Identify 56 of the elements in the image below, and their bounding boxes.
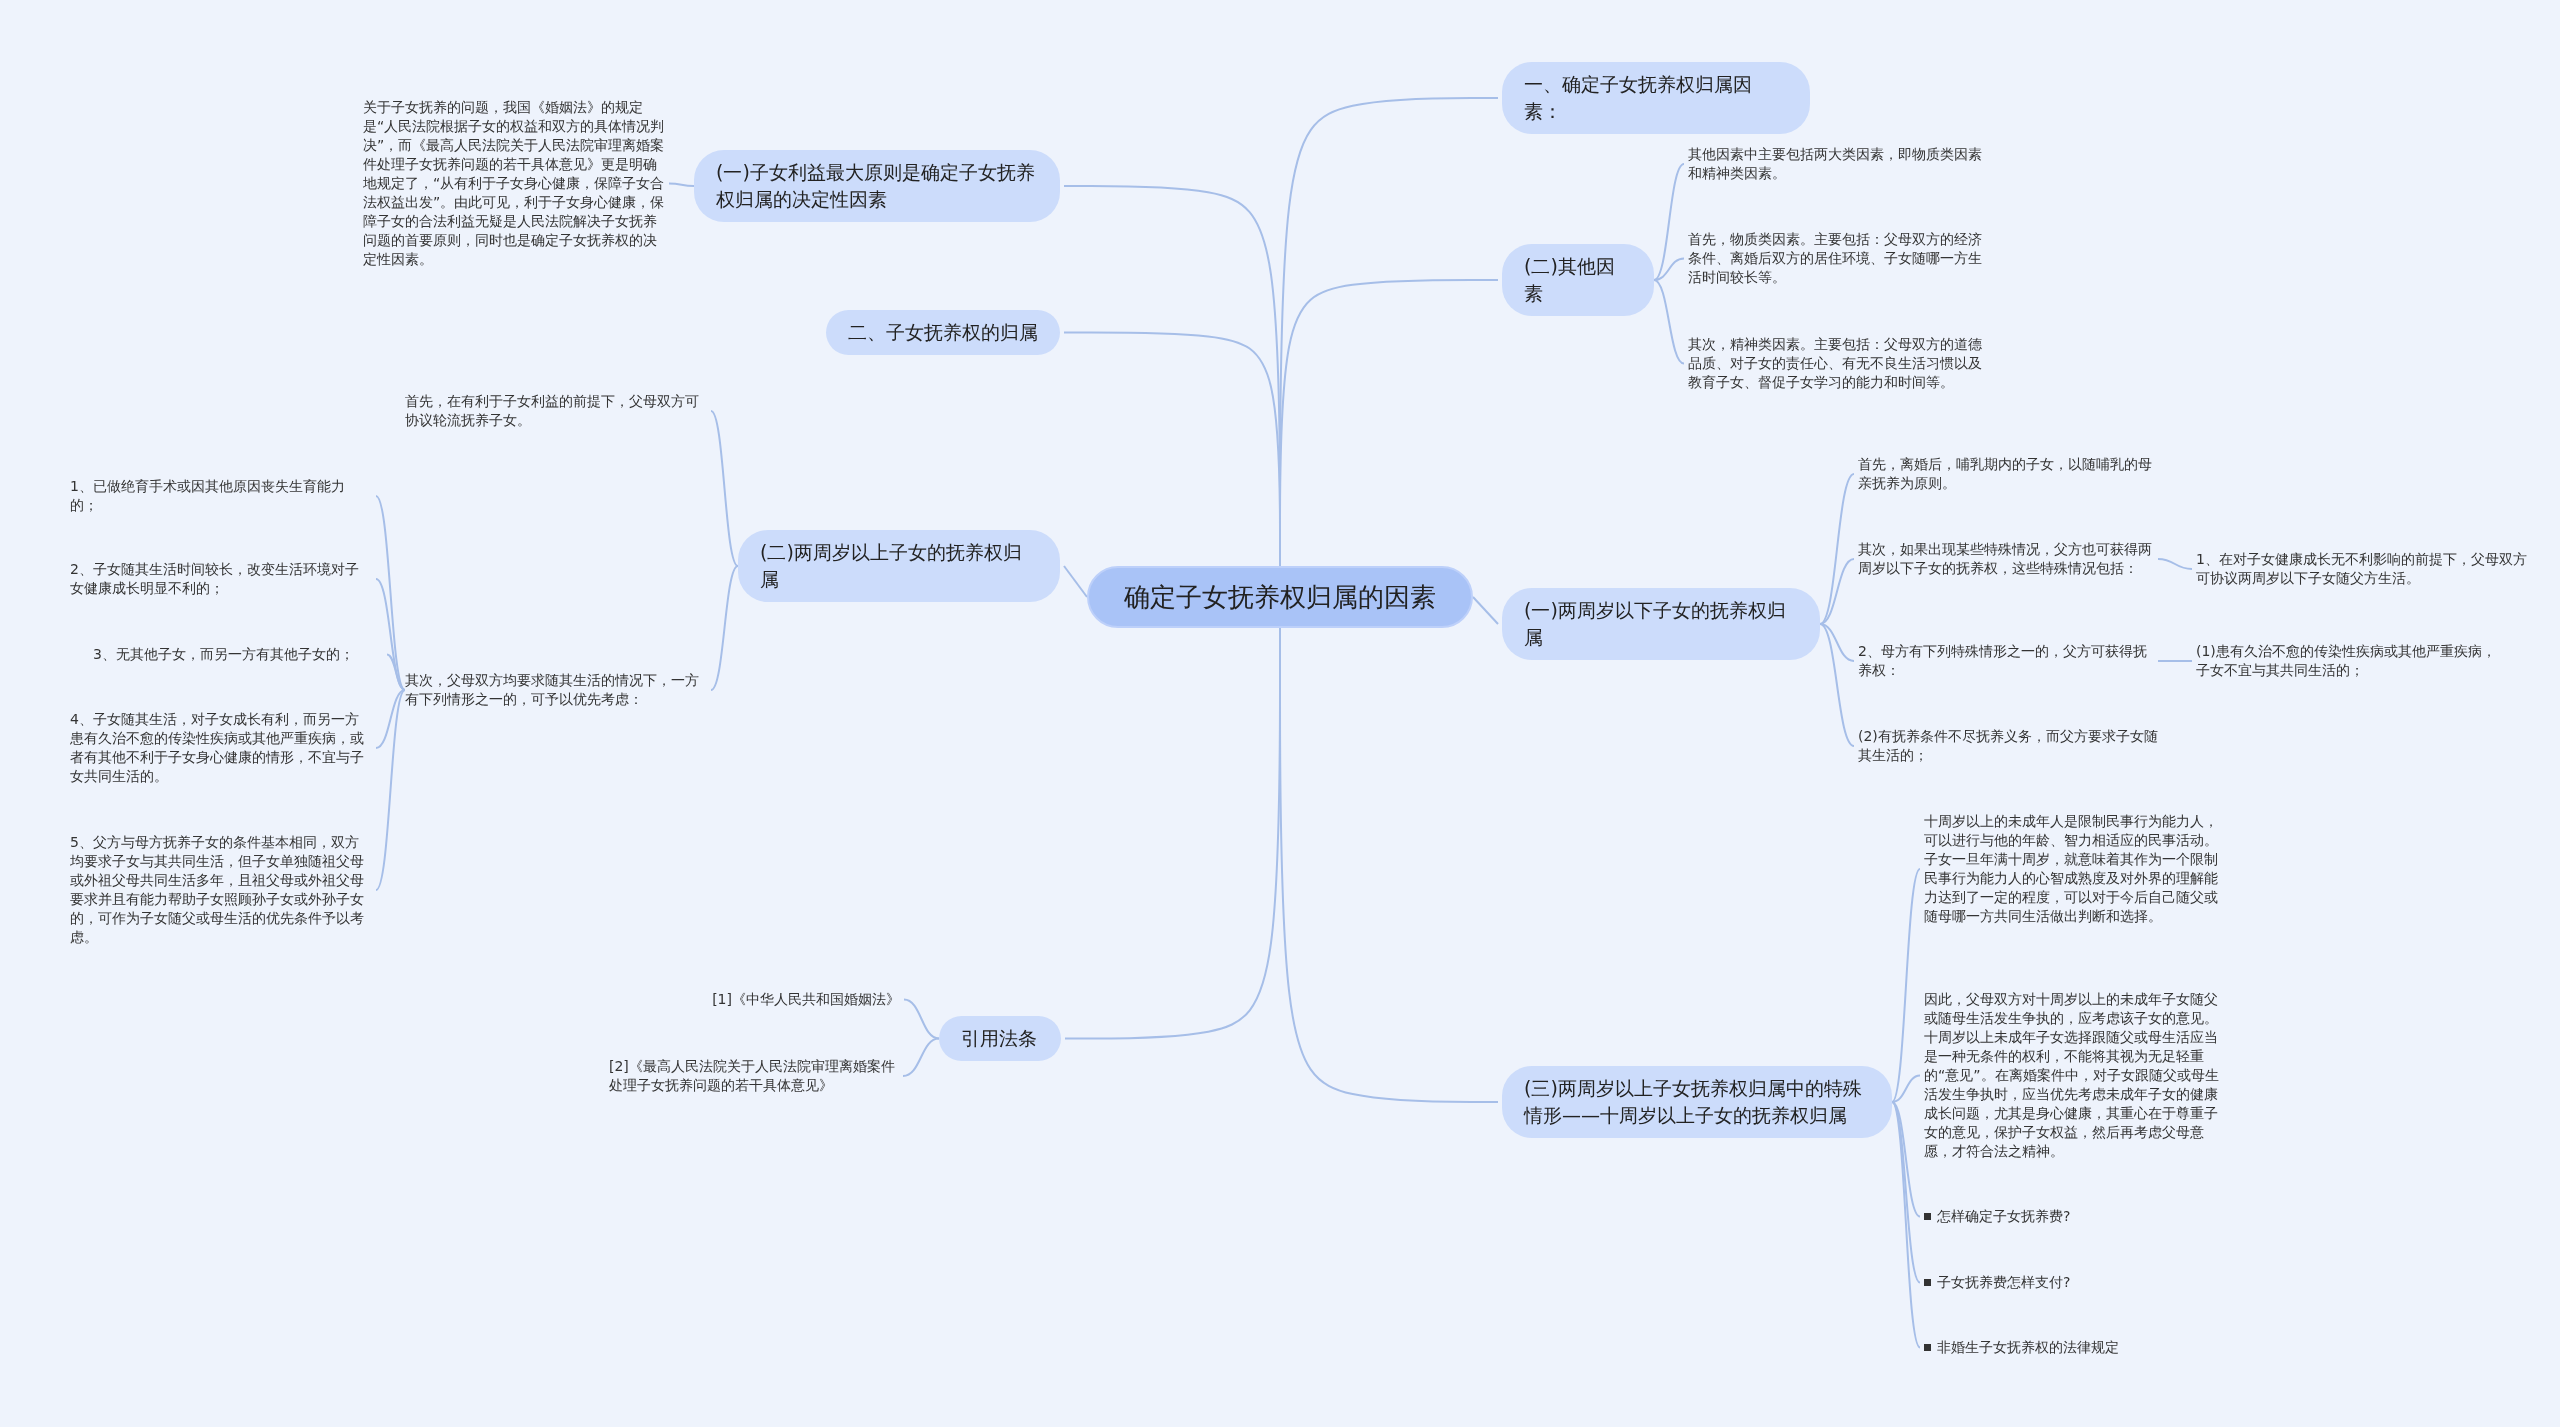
note-text: 其次，如果出现某些特殊情况，父方也可获得两周岁以下子女的抚养权，这些特殊情况包括： xyxy=(1858,540,2158,578)
central-topic: 确定子女抚养权归属的因素 xyxy=(1087,566,1473,628)
connector xyxy=(902,1037,940,1077)
topic-node: 一、确定子女抚养权归属因素： xyxy=(1502,62,1810,134)
connector xyxy=(375,689,406,891)
note-text: 首先，在有利于子女利益的前提下，父母双方可协议轮流抚养子女。 xyxy=(405,392,707,430)
connector xyxy=(1819,558,1855,625)
note-text: [1]《中华人民共和国婚姻法》 xyxy=(700,990,900,1009)
note-text: [2]《最高人民法院关于人民法院审理离婚案件处理子女抚养问题的若干具体意见》 xyxy=(609,1057,899,1095)
connector xyxy=(1819,623,1855,747)
connector xyxy=(710,565,739,691)
connector xyxy=(386,653,406,691)
note-text: 关于子女抚养的问题，我国《婚姻法》的规定是“人民法院根据子女的权益和双方的具体情况判决”，而《最高人民法院关于人民法院审理离婚案件处理子女抚养问题的若干具体意见》更是明确地规定了，“从有利于子女身心健康，保障子女合法权益出发”。由此可见，利于子女身心健康，保障子女的合法利益无疑是人民法院解决子女抚养问题的首要原则，同时也是确定子女抚养权的决定性因素。 xyxy=(363,98,665,269)
note-text: 首先，物质类因素。主要包括：父母双方的经济条件、离婚后双方的居住环境、子女随哪一方生活时间较长等。 xyxy=(1688,230,1988,287)
connector xyxy=(710,410,739,567)
note-text: (1)患有久治不愈的传染性疾病或其他严重疾病，子女不宜与其共同生活的； xyxy=(2196,642,2496,680)
topic-node: (二)其他因素 xyxy=(1502,244,1654,316)
connector xyxy=(1819,473,1855,625)
note-text: 5、父方与母方抚养子女的条件基本相同，双方均要求子女与其共同生活，但子女单独随祖父母或外祖父母共同生活多年，且祖父母或外祖父母要求并且有能力帮助子女照顾孙子女或外孙子女的，可作为子女随父或母生活的优先条件予以考虑。 xyxy=(70,833,372,947)
note-text: 因此，父母双方对十周岁以上的未成年子女随父或随母生活发生争执的，应考虑该子女的意见。十周岁以上未成年子女选择跟随父或母生活应当是一种无条件的权利，不能将其视为无足轻重的“意见”。在离婚案件中，对子女跟随父或母生活发生争执时，应当优先考虑未成年子女的健康成长问题，尤其是身心健康，其重心在于尊重子女的意见，保护子女权益，然后再考虑父母意愿，才符合法之精神。 xyxy=(1924,990,2224,1161)
note-text: 3、无其他子女，而另一方有其他子女的； xyxy=(93,645,383,664)
link-text: 非婚生子女抚养权的法律规定 xyxy=(1937,1338,2119,1357)
note-text: 十周岁以上的未成年人是限制民事行为能力人，可以进行与他的年龄、智力相适应的民事活动。子女一旦年满十周岁，就意味着其作为一个限制民事行为能力人的心智成熟度及对外界的理解能力达到了一定的程度，可以对于今后自己随父或随母哪一方共同生活做出判断和选择。 xyxy=(1924,812,2224,926)
note-text: 其他因素中主要包括两大类因素，即物质类因素和精神类因素。 xyxy=(1688,145,1988,183)
connector xyxy=(1819,623,1855,662)
topic-node: (三)两周岁以上子女抚养权归属中的特殊情形——十周岁以上子女的抚养权归属 xyxy=(1502,1066,1892,1138)
topic-node: 引用法条 xyxy=(939,1016,1061,1061)
connector xyxy=(1653,163,1685,281)
note-text: 2、母方有下列特殊情形之一的，父方可获得抚养权： xyxy=(1858,642,2158,680)
topic-node: 二、子女抚养权的归属 xyxy=(826,310,1060,355)
connector xyxy=(375,689,406,749)
note-text: (2)有抚养条件不尽抚养义务，而父方要求子女随其生活的； xyxy=(1858,727,2158,765)
topic-node: (一)子女利益最大原则是确定子女抚养权归属的决定性因素 xyxy=(694,150,1060,222)
connector xyxy=(1653,257,1685,281)
connector xyxy=(668,182,695,187)
note-text: 首先，离婚后，哺乳期内的子女，以随哺乳的母亲抚养为原则。 xyxy=(1858,455,2158,493)
connector xyxy=(2157,558,2193,570)
note-text: 其次，精神类因素。主要包括：父母双方的道德品质、对子女的责任心、有无不良生活习惯以及教育子女、督促子女学习的能力和时间等。 xyxy=(1688,335,1988,392)
link-text: 子女抚养费怎样支付? xyxy=(1937,1273,2071,1292)
connector xyxy=(1891,1101,1921,1218)
connector xyxy=(1891,1074,1921,1103)
connector xyxy=(903,998,940,1040)
topic-node: (一)两周岁以下子女的抚养权归属 xyxy=(1502,588,1820,660)
connector xyxy=(1653,279,1685,365)
topic-node: (二)两周岁以上子女的抚养权归属 xyxy=(738,530,1060,602)
connector xyxy=(1063,565,1088,598)
note-text: 1、已做绝育手术或因其他原因丧失生育能力的； xyxy=(70,477,372,515)
note-text: 其次，父母双方均要求随其生活的情况下，一方有下列情形之一的，可予以优先考虑： xyxy=(405,671,707,709)
note-text: 2、子女随其生活时间较长，改变生活环境对子女健康成长明显不利的； xyxy=(70,560,372,598)
connector xyxy=(2157,660,2193,662)
link-text: 怎样确定子女抚养费? xyxy=(1937,1207,2071,1226)
note-text: 1、在对子女健康成长无不利影响的前提下，父母双方可协议两周岁以下子女随父方生活。 xyxy=(2196,550,2536,588)
connector xyxy=(1891,1101,1921,1349)
note-text: 4、子女随其生活，对子女成长有利，而另一方患有久治不愈的传染性疾病或其他严重疾病，或者有其他不利于子女身心健康的情形，不宜与子女共同生活的。 xyxy=(70,710,372,786)
connector xyxy=(1472,596,1499,625)
connector xyxy=(1891,868,1921,1103)
